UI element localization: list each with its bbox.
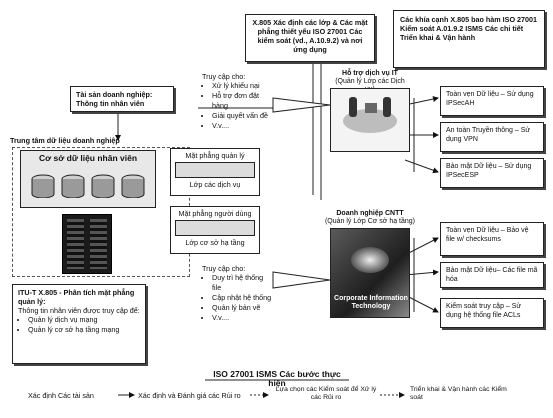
it-enterprise-image: Corporate Information Technology [330,228,410,318]
itu-x805-item: Quản lý cơ sở hạ tầng mạng [28,325,140,335]
x805-identify-text: X.805 Xác định các lớp & Các mặt phẳng t… [252,18,368,54]
management-plane-title: Mặt phẳng quản lý [185,151,245,160]
access-top-item: V.v.... [212,121,274,131]
confidentiality-ipsecesp-box: Bảo mật Dữ liệu – Sử dụng IPSecESP [440,158,544,188]
step-assess-risks: Xác định và Đánh giá các Rủi ro [138,391,241,400]
confidentiality-ipsecesp-text: Bảo mật Dữ liệu – Sử dụng IPSecESP [446,163,532,179]
database-icon [31,174,55,198]
access-bottom-box: Truy cập cho: Duy trì hệ thống file Cập … [198,262,278,324]
steps-title: ISO 27001 ISMS Các bước thực hiện [213,369,341,388]
access-bottom-item: Cập nhật hệ thống [212,293,274,303]
access-control-acl-box: Kiểm soát truy cập – Sử dụng hệ thống fi… [440,298,544,328]
datacenter-label: Trung tâm dữ liệu doanh nghiệp [10,136,120,145]
integrity-checksums-box: Toàn vẹn Dữ liệu – Bảo vệ file w/ checks… [440,222,544,256]
asset-value: Thông tin nhân viên [76,99,145,108]
user-plane-graphic [175,220,255,236]
user-plane-layer: Lớp cơ sở hạ tầng [185,238,245,247]
access-top-item: Xử lý khiếu nại [212,81,274,91]
it-enterprise-title: Doanh nghiệp CNTT [336,210,404,217]
access-top-item: Hỗ trợ đơn đặt hàng [212,91,274,111]
access-top-title: Truy cập cho: [202,72,246,81]
asset-box: Tài sản doanh nghiệp: Thông tin nhân viê… [70,86,174,112]
step-select-controls: Lựa chọn các Kiểm soát để Xử lý các Rủi … [275,386,377,401]
itu-x805-text: Thông tin nhân viên được truy cập để: [18,306,140,315]
server-rack-icon [62,214,112,274]
database-icon [121,174,145,198]
employee-db-label: Cơ sở dữ liệu nhân viên [38,153,138,163]
step-identify-assets: Xác định Các tài sản [28,391,94,400]
access-bottom-item: Duy trì hệ thống file [212,273,274,293]
access-control-acl-text: Kiểm soát truy cập – Sử dụng hệ thống fi… [446,303,522,319]
itu-x805-title: ITU-T X.805 - Phân tích mặt phẳng quản l… [18,288,135,306]
corporate-it-caption: Corporate Information Technology [334,295,408,310]
step-implement-controls: Triển khai & Vận hành các Kiểm soát [410,386,507,401]
it-support-title: Hỗ trợ dịch vụ IT [342,70,398,77]
access-bottom-title: Truy cập cho: [202,264,246,273]
x805-identify-box: X.805 Xác định các lớp & Các mặt phẳng t… [245,14,375,62]
encrypted-files-text: Bảo mật Dữ liệu– Các file mã hóa [446,267,538,283]
access-bottom-item: Quản lý bản vẽ [212,303,274,313]
it-enterprise-label: Doanh nghiệp CNTT (Quản lý Lớp Cơ sở hạ … [320,210,420,226]
management-plane-box: Mặt phẳng quản lý Lớp các dịch vụ [170,148,260,196]
user-plane-box: Mặt phẳng người dùng Lớp cơ sở hạ tầng [170,206,260,254]
vpn-box: An toàn Truyền thông – Sử dụng VPN [440,122,544,152]
access-bottom-item: V.v.... [212,313,274,323]
x805-iso-text: Các khía cạnh X.805 bao hàm ISO 27001 Ki… [400,15,538,42]
integrity-checksums-text: Toàn vẹn Dữ liệu – Bảo vệ file w/ checks… [446,227,529,243]
integrity-ipsecah-text: Toàn vẹn Dữ liệu – Sử dụng IPSecAH [446,91,534,107]
access-top-item: Giải quyết vấn đề [212,111,274,121]
access-top-box: Truy cập cho: Xử lý khiếu nại Hỗ trợ đơn… [198,70,278,132]
it-enterprise-subtitle: (Quản lý Lớp Cơ sở hạ tầng) [324,218,416,225]
vpn-text: An toàn Truyền thông – Sử dụng VPN [446,127,531,143]
itu-x805-box: ITU-T X.805 - Phân tích mặt phẳng quản l… [12,284,146,364]
itu-x805-item: Quản lý dịch vụ mạng [28,315,140,325]
user-plane-title: Mặt phẳng người dùng [178,209,252,218]
management-plane-graphic [175,162,255,178]
encrypted-files-box: Bảo mật Dữ liệu– Các file mã hóa [440,262,544,288]
x805-iso-box: Các khía cạnh X.805 bao hàm ISO 27001 Ki… [393,10,545,68]
database-icon [91,174,115,198]
integrity-ipsecah-box: Toàn vẹn Dữ liệu – Sử dụng IPSecAH [440,86,544,116]
database-icon [61,174,85,198]
asset-label: Tài sản doanh nghiệp: [76,90,153,99]
management-plane-layer: Lớp các dịch vụ [189,180,241,189]
it-support-image [330,88,410,152]
